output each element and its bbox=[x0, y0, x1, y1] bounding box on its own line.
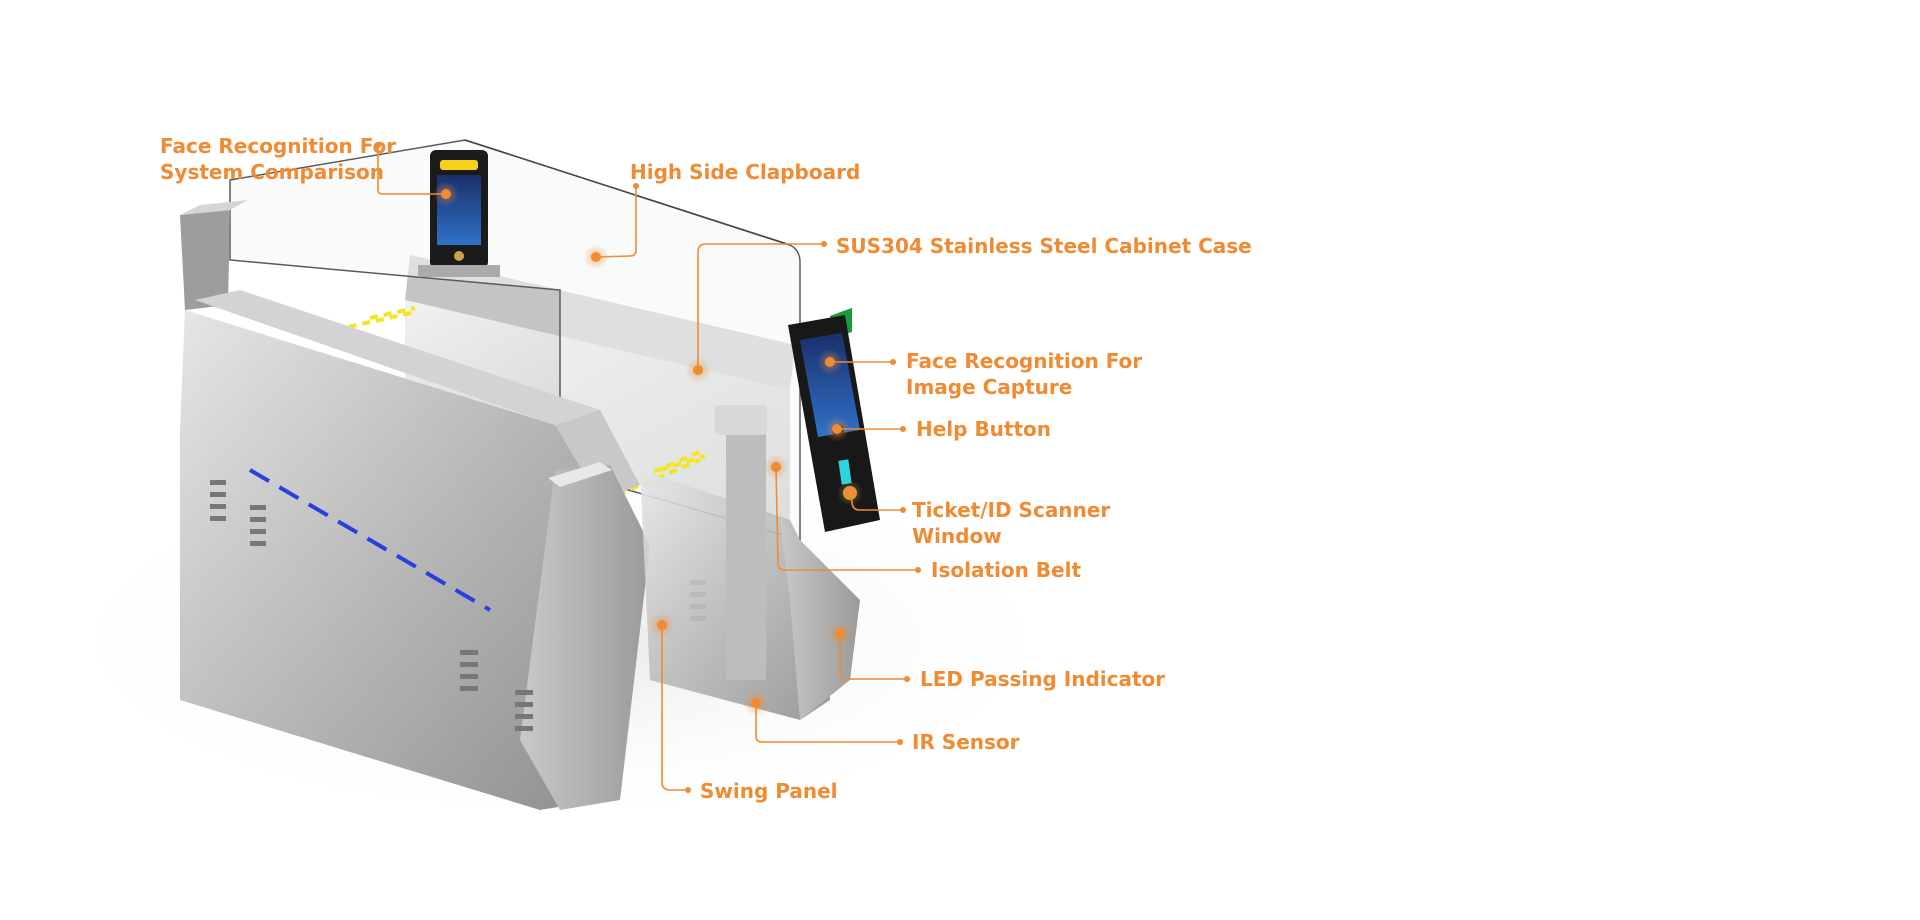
face-tablet-top bbox=[418, 150, 500, 277]
leader-end-cabinet bbox=[821, 241, 827, 247]
leader-swing bbox=[661, 625, 688, 791]
leader-end-help bbox=[900, 426, 906, 432]
leader-cabinet bbox=[697, 243, 824, 370]
hotspot-help bbox=[832, 424, 842, 434]
label-ir: IR Sensor bbox=[912, 730, 1020, 754]
front-cabinet bbox=[180, 200, 650, 810]
leader-end-face-sys bbox=[375, 142, 381, 148]
hotspot-led bbox=[835, 629, 845, 639]
leader-end-scanner bbox=[900, 507, 906, 513]
callout-dots bbox=[375, 142, 921, 793]
leader-end-clapboard bbox=[633, 183, 639, 189]
blue-led-strip bbox=[248, 468, 492, 612]
hotspot-ir bbox=[751, 698, 761, 708]
label-swing: Swing Panel bbox=[700, 779, 838, 803]
leader-ir bbox=[755, 703, 900, 743]
leader-belt bbox=[775, 466, 918, 571]
leader-end-ir bbox=[897, 739, 903, 745]
leader-end-led bbox=[904, 676, 910, 682]
callout-leaders bbox=[377, 145, 918, 791]
leader-end-swing bbox=[685, 787, 691, 793]
leader-end-face-img bbox=[890, 359, 896, 365]
label-belt: Isolation Belt bbox=[931, 558, 1082, 582]
leader-end-belt bbox=[915, 567, 921, 573]
leader-led bbox=[839, 634, 907, 680]
label-cabinet: SUS304 Stainless Steel Cabinet Case bbox=[836, 234, 1252, 258]
hotspot-face-sys bbox=[441, 189, 451, 199]
hotspot-cabinet bbox=[693, 365, 703, 375]
hotspot-swing bbox=[657, 620, 667, 630]
label-led: LED Passing Indicator bbox=[920, 667, 1166, 691]
label-help: Help Button bbox=[916, 417, 1052, 441]
leader-face-sys bbox=[377, 145, 446, 195]
label-clapboard: High Side Clapboard bbox=[630, 160, 861, 184]
hotspot-clapboard bbox=[591, 252, 601, 262]
leader-clapboard bbox=[595, 186, 637, 258]
hotspot-face-img bbox=[825, 357, 835, 367]
hotspot-belt bbox=[771, 462, 781, 472]
hotspot-scanner bbox=[845, 488, 855, 498]
